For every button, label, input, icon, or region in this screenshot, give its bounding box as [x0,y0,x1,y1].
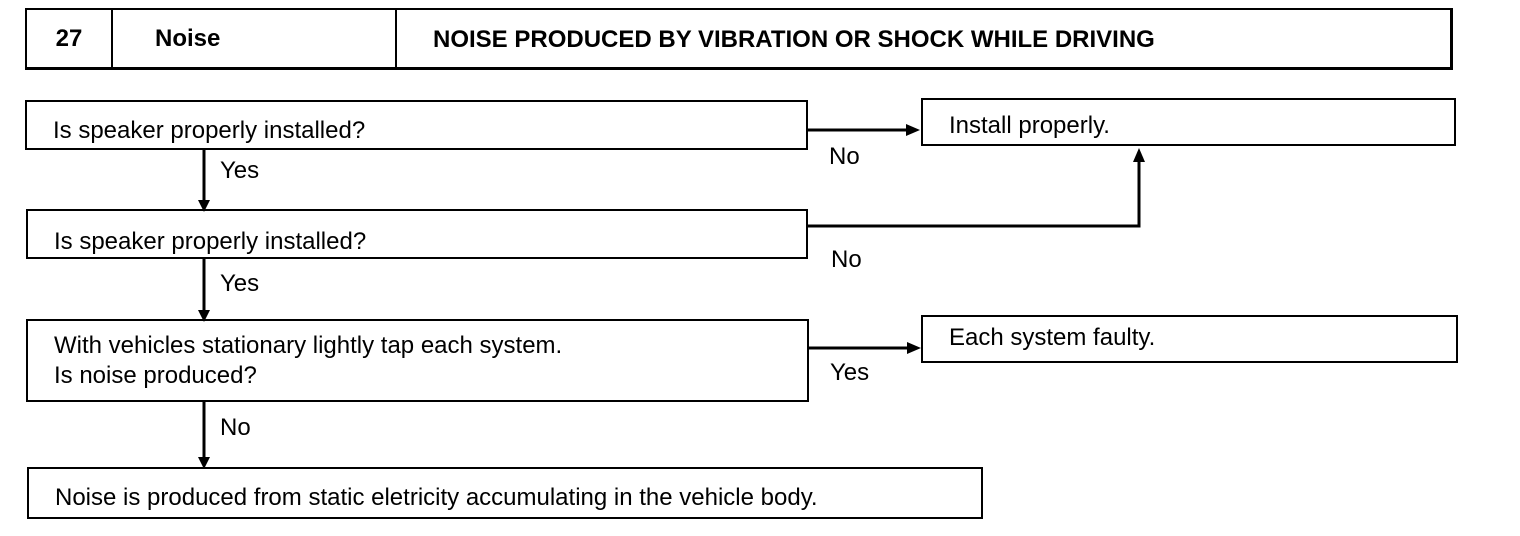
header-table: 27 Noise NOISE PRODUCED BY VIBRATION OR … [25,8,1453,70]
step-q3-line1: With vehicles stationary lightly tap eac… [54,332,563,359]
arrowhead [198,200,210,212]
arrowhead [198,457,210,469]
arrowhead [906,124,920,136]
section-category: Noise [111,10,397,67]
result-system-faulty: Each system faulty. [921,315,1458,363]
section-title: NOISE PRODUCED BY VIBRATION OR SHOCK WHI… [433,26,1155,53]
step-q3: With vehicles stationary lightly tap eac… [26,319,809,402]
step-q2-text: Is speaker properly installed? [54,228,367,255]
label-yes: Yes [220,270,260,297]
label-yes: Yes [830,359,870,386]
result-install-properly: Install properly. [921,98,1456,146]
step-q2: Is speaker properly installed? [26,209,808,259]
result-install-text: Install properly. [949,112,1110,139]
result-static-text: Noise is produced from static eletricity… [55,484,818,511]
label-no: No [831,246,862,273]
label-yes: Yes [220,157,260,184]
result-static-electricity: Noise is produced from static eletricity… [27,467,983,519]
arrowhead [907,342,921,354]
section-number: 27 [27,10,113,67]
arrowhead [1133,148,1145,162]
arrowhead [198,310,210,322]
step-q1-text: Is speaker properly installed? [53,117,366,144]
label-no: No [220,414,251,441]
label-no: No [829,143,860,170]
result-faulty-text: Each system faulty. [949,324,1156,351]
step-q3-line2: Is noise produced? [54,362,257,389]
connector-q2-install [808,161,1141,228]
step-q1: Is speaker properly installed? [25,100,808,150]
